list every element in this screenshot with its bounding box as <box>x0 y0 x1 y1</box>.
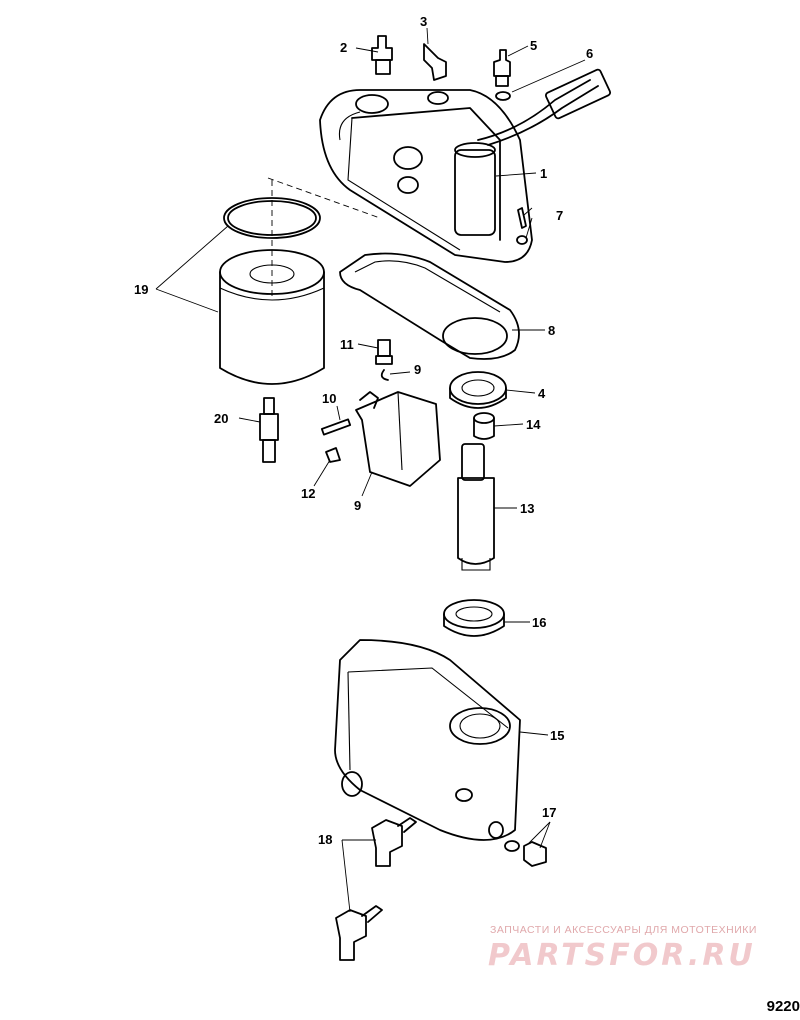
pump-cover-9 <box>355 391 441 487</box>
screw-washer-7 <box>516 207 528 245</box>
callout-8: 8 <box>548 323 555 338</box>
callout-18: 18 <box>318 832 332 847</box>
callout-5: 5 <box>530 38 537 53</box>
callout-9-lower: 9 <box>354 498 361 513</box>
callout-17: 17 <box>542 805 556 820</box>
sleeve-14 <box>473 412 495 440</box>
callout-labels: 1 2 3 4 5 6 7 8 9 9 10 11 12 13 14 15 16… <box>134 14 593 847</box>
gasket-8 <box>339 252 520 360</box>
callout-1: 1 <box>540 166 547 181</box>
callout-6: 6 <box>586 46 593 61</box>
callout-12: 12 <box>301 486 315 501</box>
clip-9 <box>380 369 389 381</box>
seal-16 <box>443 599 505 637</box>
lower-housing-15 <box>334 639 521 841</box>
seal-4 <box>449 371 507 409</box>
plug-17 <box>504 840 547 867</box>
callout-16: 16 <box>532 615 546 630</box>
callout-11: 11 <box>340 337 354 352</box>
figure-number: 9220 <box>766 998 800 1015</box>
leader-lines <box>155 27 586 913</box>
pin-10 <box>320 418 352 436</box>
watermark-logo: PARTSFOR.RU <box>488 938 756 973</box>
callout-15: 15 <box>550 728 564 743</box>
callout-13: 13 <box>520 501 534 516</box>
callout-7: 7 <box>556 208 563 223</box>
elbow-fitting-3 <box>423 43 447 81</box>
screw-12 <box>325 447 341 463</box>
watermark-tagline: ЗАПЧАСТИ И АКСЕССУАРЫ ДЛЯ МОТОТЕХНИКИ <box>490 924 757 936</box>
fitting-5 <box>493 49 511 87</box>
callout-20: 20 <box>214 411 228 426</box>
fitting-2 <box>371 35 393 75</box>
connector-11 <box>375 339 393 365</box>
callout-19: 19 <box>134 282 148 297</box>
callout-2: 2 <box>340 40 347 55</box>
callout-14: 14 <box>526 417 541 432</box>
sensor-20 <box>259 397 279 463</box>
callout-4: 4 <box>538 386 546 401</box>
fuel-pump-housing <box>319 68 612 263</box>
callout-10: 10 <box>322 391 336 406</box>
callout-9-upper: 9 <box>414 362 421 377</box>
callout-3: 3 <box>420 14 427 29</box>
fuel-pump-13 <box>457 443 495 571</box>
elbow-fitting-18-upper <box>371 817 417 867</box>
elbow-fitting-18-lower <box>335 905 383 961</box>
o-ring-6 <box>495 91 511 101</box>
